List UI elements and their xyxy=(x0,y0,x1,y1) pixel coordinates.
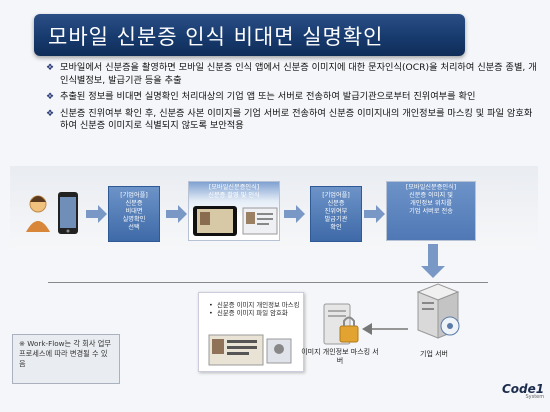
diamond-bullet-icon: ❖ xyxy=(46,92,55,102)
workflow-note: ※ Work-Flow는 각 회사 업무 프로세스에 따라 변경될 수 있음 xyxy=(12,334,120,384)
arrow-right-icon xyxy=(364,205,385,223)
title-bar: 모바일 신분증 인식 비대면 실명확인 xyxy=(34,14,465,56)
masking-item: 신분증 이미지 파일 암호화 xyxy=(199,309,303,317)
bullet-item: ❖추출된 정보를 비대면 실명확인 처리대상의 기업 앱 또는 서버로 전송하여… xyxy=(46,91,476,102)
arrow-left-icon xyxy=(362,323,408,335)
company-server-caption: 기업 서버 xyxy=(420,350,448,358)
masking-server-caption: 이미지 개인정보 마스킹 서버 xyxy=(301,348,379,365)
masking-detail-box: 신분증 이미지 개인정보 마스킹 신분증 이미지 파일 암호화 xyxy=(198,292,304,372)
masking-item: 신분증 이미지 개인정보 마스킹 xyxy=(199,301,303,309)
panel-capture-recognition: [모바일신분증인식]신분증 촬영 및 인식 xyxy=(188,181,280,241)
arrow-right-icon xyxy=(284,205,305,223)
masked-id-image xyxy=(208,334,292,366)
company-server-icon xyxy=(416,283,460,339)
id-card-scan-image xyxy=(193,206,278,236)
diamond-bullet-icon: ❖ xyxy=(46,108,55,119)
section-divider xyxy=(48,282,488,283)
masking-server-icon xyxy=(323,303,359,345)
arrow-down-icon xyxy=(421,244,445,278)
diamond-bullet-icon: ❖ xyxy=(46,63,55,73)
bullet-item: ❖모바일에서 신분증을 촬영하면 모바일 신분증 인식 앱에서 신분증 이미지에… xyxy=(46,62,537,86)
bullet-list: ❖모바일에서 신분증을 촬영하면 모바일 신분증 인식 앱에서 신분증 이미지에… xyxy=(46,62,540,137)
bullet-item: ❖신분증 진위여부 확인 후, 신분증 사본 이미지를 기업 서버로 전송하여 … xyxy=(46,107,533,132)
company-logo: Code1 System xyxy=(502,382,545,400)
page-title: 모바일 신분증 인식 비대면 실명확인 xyxy=(48,25,384,49)
user-with-phone-icon xyxy=(26,192,78,234)
arrow-right-icon xyxy=(86,205,107,223)
arrow-right-icon xyxy=(166,205,187,223)
